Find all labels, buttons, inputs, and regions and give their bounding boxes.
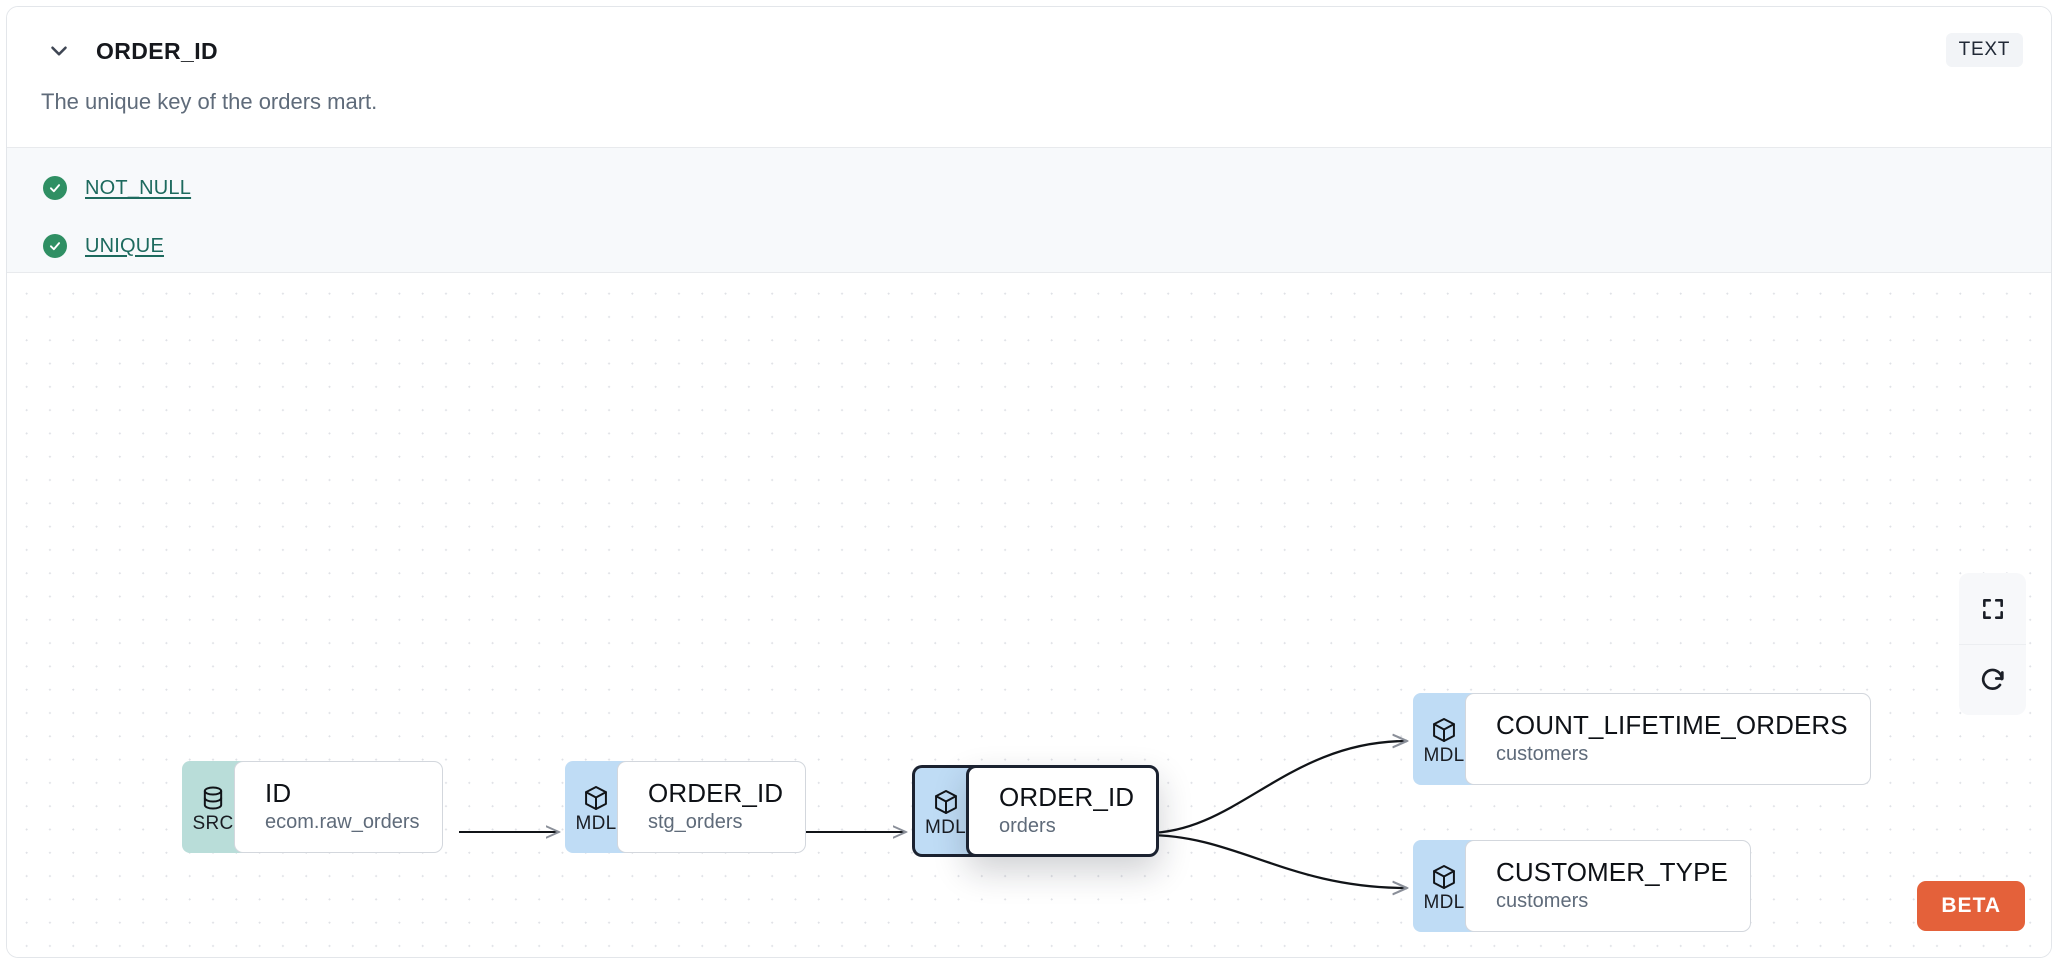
cube-icon: MDL xyxy=(912,765,976,857)
node-name: ID xyxy=(265,777,292,808)
cube-icon: MDL xyxy=(565,761,627,853)
node-subtitle: customers xyxy=(1496,890,1589,913)
node-subtitle: ecom.raw_orders xyxy=(265,811,420,834)
node-badge-label: MDL xyxy=(1423,891,1465,913)
reset-view-button[interactable] xyxy=(1959,644,2026,715)
lineage-node-count-lifetime-orders[interactable]: MDL COUNT_LIFETIME_ORDERS customers xyxy=(1413,693,1871,785)
refresh-icon xyxy=(1979,666,2007,694)
chevron-down-icon[interactable] xyxy=(37,29,81,73)
lineage-graph-canvas[interactable]: SRC ID ecom.raw_orders MDL ORDER_ID stg_… xyxy=(7,273,2051,957)
node-name: COUNT_LIFETIME_ORDERS xyxy=(1496,709,1848,740)
cube-icon: MDL xyxy=(1413,840,1475,932)
node-body: CUSTOMER_TYPE customers xyxy=(1465,840,1751,932)
lineage-node-id[interactable]: SRC ID ecom.raw_orders xyxy=(182,761,443,853)
fit-view-button[interactable] xyxy=(1959,573,2026,644)
node-subtitle: stg_orders xyxy=(648,811,743,834)
fullscreen-icon xyxy=(1980,596,2006,622)
column-description: The unique key of the orders mart. xyxy=(41,89,378,114)
lineage-node-orders-selected[interactable]: MDL ORDER_ID orders xyxy=(912,765,1160,857)
check-circle-icon xyxy=(43,234,67,258)
node-badge-label: SRC xyxy=(192,812,234,834)
node-body: COUNT_LIFETIME_ORDERS customers xyxy=(1465,693,1871,785)
edge-orders-to-count xyxy=(1146,741,1407,835)
node-body: ID ecom.raw_orders xyxy=(234,761,443,853)
canvas-controls xyxy=(1959,573,2026,715)
node-subtitle: orders xyxy=(999,815,1056,838)
node-badge-label: MDL xyxy=(1423,744,1465,766)
lineage-node-customer-type[interactable]: MDL CUSTOMER_TYPE customers xyxy=(1413,840,1751,932)
beta-badge[interactable]: BETA xyxy=(1917,881,2025,931)
node-body: ORDER_ID stg_orders xyxy=(617,761,807,853)
card-header: ORDER_ID TEXT The unique key of the orde… xyxy=(7,7,2051,148)
test-row: UNIQUE xyxy=(43,224,2051,268)
node-badge-label: MDL xyxy=(575,812,617,834)
lineage-node-stg-orders[interactable]: MDL ORDER_ID stg_orders xyxy=(565,761,807,853)
page-title: ORDER_ID xyxy=(96,37,219,64)
header-row: ORDER_ID xyxy=(7,29,2051,73)
node-name: CUSTOMER_TYPE xyxy=(1496,856,1728,887)
tests-section: NOT_NULL UNIQUE xyxy=(7,148,2051,273)
test-link-not-null[interactable]: NOT_NULL xyxy=(85,176,192,199)
node-name: ORDER_ID xyxy=(648,777,784,808)
data-type-badge: TEXT xyxy=(1945,33,2023,67)
column-detail-card: ORDER_ID TEXT The unique key of the orde… xyxy=(6,6,2052,958)
test-row: NOT_NULL xyxy=(43,166,2051,210)
check-circle-icon xyxy=(43,176,67,200)
test-link-unique[interactable]: UNIQUE xyxy=(85,234,164,257)
node-subtitle: customers xyxy=(1496,743,1589,766)
database-icon: SRC xyxy=(182,761,244,853)
cube-icon: MDL xyxy=(1413,693,1475,785)
node-badge-label: MDL xyxy=(924,816,966,838)
edge-orders-to-customer-type xyxy=(1146,833,1407,888)
node-name: ORDER_ID xyxy=(999,781,1135,812)
node-body: ORDER_ID orders xyxy=(966,765,1160,857)
